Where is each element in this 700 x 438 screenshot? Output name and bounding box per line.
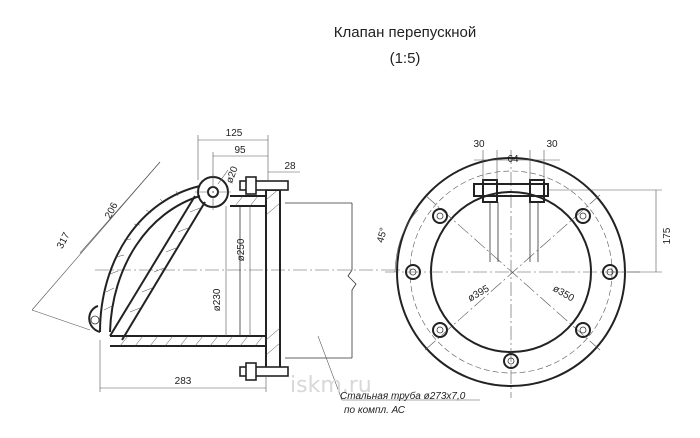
pipe-note-line2: по компл. АС [344, 405, 406, 416]
bottom-bolt-nut [245, 362, 257, 381]
drawing-title: Клапан перепускной [334, 24, 476, 41]
bolt-holes [405, 208, 618, 369]
dim-phi395: ø395 [466, 283, 492, 304]
hinge-right-lug [529, 179, 545, 203]
dim-30-left: 30 [473, 139, 485, 150]
disk-bottom-lug [88, 305, 101, 333]
pipe-break-line [347, 203, 357, 358]
dim-95: 95 [234, 145, 246, 156]
pipe-note-line1: Стальная труба ø273х7,0 [340, 390, 466, 402]
dim-175: 175 [662, 227, 673, 244]
disk-cover-outer [99, 185, 201, 333]
drawing-scale: (1:5) [390, 50, 421, 67]
bottom-flange-bolt [239, 366, 289, 377]
dim-125: 125 [226, 128, 243, 139]
disk-cover-inner [109, 195, 201, 333]
dim-317: 317 [55, 230, 73, 250]
front-view: 30 64 30 45° 175 ø395 ø350 [375, 139, 673, 398]
seat-inner [121, 201, 206, 341]
top-flange-bolt [239, 180, 289, 191]
seat-outer [109, 195, 196, 337]
dim-phi350: ø350 [551, 283, 577, 304]
side-section-view: 125 95 ø20 28 206 317 ø250 ø230 283 [31, 128, 480, 401]
dim-phi230: ø230 [212, 288, 223, 311]
flange-plate [265, 189, 281, 369]
dim-28: 28 [284, 161, 296, 172]
dim-30-right: 30 [546, 139, 558, 150]
dim-45-deg: 45° [375, 227, 390, 244]
lug-hole [90, 315, 100, 325]
dim-phi250: ø250 [236, 238, 247, 261]
dim-phi20: ø20 [224, 165, 240, 185]
dim-64: 64 [507, 154, 519, 165]
watermark-text: iskm.ru [290, 373, 372, 398]
dim-283: 283 [175, 376, 192, 387]
top-bolt-nut [245, 176, 257, 195]
